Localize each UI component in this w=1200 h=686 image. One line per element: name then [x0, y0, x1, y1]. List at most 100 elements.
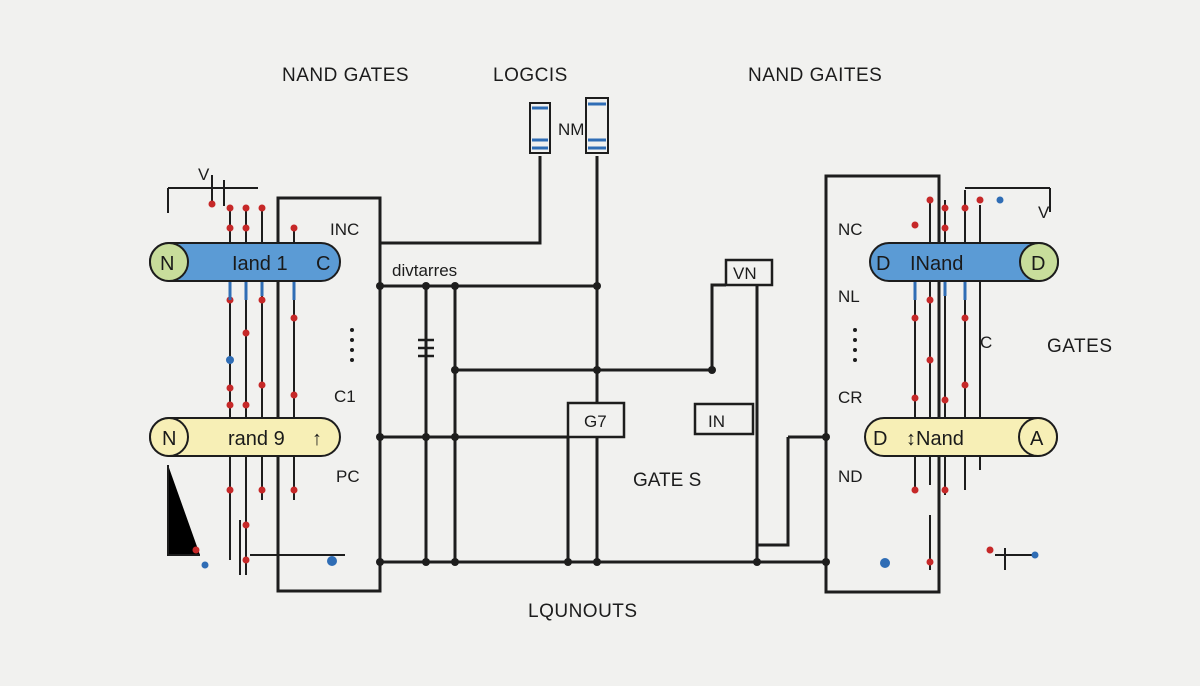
- in-box-label: IN: [708, 412, 725, 431]
- v-right-label: V: [1038, 203, 1050, 222]
- right-blue-stubs: [913, 282, 967, 300]
- red-dot: [242, 556, 250, 564]
- red-dot: [242, 521, 250, 529]
- junction: [708, 366, 716, 374]
- c1-label: C1: [334, 387, 356, 406]
- red-dot: [226, 401, 234, 409]
- junction: [451, 558, 459, 566]
- wire-vn-out: [755, 285, 790, 547]
- right-red-dots: [911, 196, 994, 566]
- junction: [451, 433, 459, 441]
- v-left-label: V: [198, 165, 210, 184]
- red-dot: [941, 224, 949, 232]
- gate-end-label: A: [1030, 428, 1044, 450]
- red-dot: [242, 224, 250, 232]
- left-blue-dots: [201, 356, 337, 569]
- blue-dot: [1031, 551, 1039, 559]
- junction: [753, 558, 761, 566]
- c-right-label: C: [980, 333, 992, 352]
- junction: [564, 558, 572, 566]
- g-box-outline: [566, 401, 626, 439]
- in-box: IN: [693, 402, 755, 436]
- dot-marks: [350, 328, 857, 362]
- top-components: NM: [529, 97, 609, 154]
- red-dot: [926, 296, 934, 304]
- red-dot: [226, 224, 234, 232]
- red-dot: [961, 314, 969, 322]
- title-bottom: LQUNOUTS: [528, 601, 638, 622]
- red-dot: [290, 391, 298, 399]
- junction: [376, 433, 384, 441]
- wire-vn-in: [710, 283, 726, 370]
- nc-left-label: INC: [330, 220, 359, 239]
- red-dot: [258, 381, 266, 389]
- junction: [593, 282, 601, 290]
- wire-network: [276, 156, 941, 594]
- gate-cap: [1018, 417, 1058, 457]
- g-box: G7: [566, 401, 626, 439]
- blue-dot: [226, 356, 234, 364]
- divider-label: divtarres: [392, 261, 457, 280]
- red-dot: [258, 486, 266, 494]
- red-dot: [911, 314, 919, 322]
- red-dot: [258, 296, 266, 304]
- gate-end-label: N: [162, 428, 176, 450]
- red-dot: [911, 394, 919, 402]
- gate-tail-label: D: [876, 253, 890, 275]
- junction: [451, 366, 459, 374]
- gate-tail-label: D: [873, 428, 887, 450]
- title-right: NAND GAITES: [748, 65, 882, 86]
- red-dot: [290, 486, 298, 494]
- gate-end-label: D: [1031, 253, 1045, 275]
- red-dot: [986, 546, 994, 554]
- junction: [593, 558, 601, 566]
- title-side-right: GATES: [1047, 336, 1113, 357]
- red-dot: [941, 396, 949, 404]
- gate-cap: [1019, 242, 1059, 282]
- red-dot: [242, 329, 250, 337]
- gate-label: Iand 1: [232, 253, 288, 275]
- title-left: NAND GATES: [282, 65, 409, 86]
- red-dot: [226, 204, 234, 212]
- right-blue-dots: [880, 196, 1039, 568]
- red-dot: [926, 196, 934, 204]
- nl-label: NL: [838, 287, 860, 306]
- red-dot: [192, 546, 200, 554]
- junction: [376, 282, 384, 290]
- left-blue-stubs: [228, 282, 296, 300]
- g-box-label: G7: [584, 412, 607, 431]
- red-dot: [290, 314, 298, 322]
- left-red-dots: [192, 200, 298, 564]
- gate-label: INand: [910, 253, 963, 275]
- red-dot: [208, 200, 216, 208]
- capacitor: [418, 338, 434, 358]
- red-dot: [961, 381, 969, 389]
- junction: [422, 433, 430, 441]
- red-dot: [911, 486, 919, 494]
- top-component-left: [529, 102, 551, 154]
- nd-label: ND: [838, 467, 863, 486]
- wire-top-left: [380, 156, 542, 245]
- junction: [376, 558, 384, 566]
- red-dot: [926, 356, 934, 364]
- left-bottom-gate: N rand 9 ↑: [149, 417, 341, 457]
- right-top-gate: D INand D: [869, 242, 1059, 282]
- gate-end-label: N: [160, 253, 174, 275]
- red-dot: [258, 204, 266, 212]
- red-dot: [290, 224, 298, 232]
- top-components-label: NM: [558, 120, 584, 139]
- in-box-outline: [693, 402, 755, 436]
- gate-cap: [149, 417, 189, 457]
- title-center: LOGCIS: [493, 65, 568, 86]
- junction: [593, 366, 601, 374]
- pc-label: PC: [336, 467, 360, 486]
- blue-dot: [327, 556, 337, 566]
- gate-cap: [149, 242, 189, 282]
- cr-label: CR: [838, 388, 863, 407]
- red-dot: [941, 204, 949, 212]
- red-dot: [226, 486, 234, 494]
- red-dot: [911, 221, 919, 229]
- right-frame: [824, 174, 941, 594]
- gate-tail-label: ↑: [312, 428, 322, 450]
